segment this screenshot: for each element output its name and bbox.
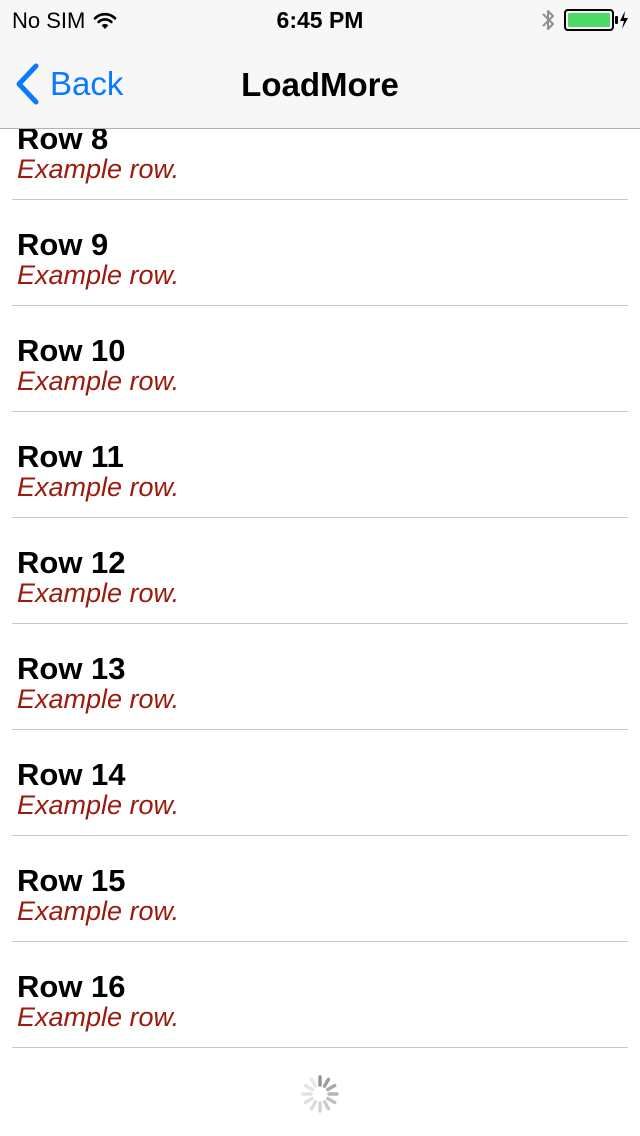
table-row[interactable]: Row 15 Example row. (12, 836, 628, 942)
table-view[interactable]: Row 8 Example row. Row 9 Example row. Ro… (0, 94, 640, 1136)
wifi-icon (94, 12, 117, 29)
row-title: Row 10 (17, 333, 126, 368)
row-title: Row 13 (17, 651, 126, 686)
row-title: Row 11 (17, 439, 124, 474)
row-subtitle: Example row. (17, 1002, 180, 1032)
table-row[interactable]: Row 9 Example row. (12, 200, 628, 306)
row-subtitle: Example row. (17, 578, 180, 608)
table-row[interactable]: Row 8 Example row. (12, 94, 628, 200)
page-title: LoadMore (241, 66, 399, 103)
table-row[interactable]: Row 14 Example row. (12, 730, 628, 836)
table-row[interactable]: Row 16 Example row. (12, 942, 628, 1048)
table-row[interactable]: Row 13 Example row. (12, 624, 628, 730)
bluetooth-icon (542, 10, 554, 30)
row-title: Row 12 (17, 545, 126, 580)
row-title: Row 16 (17, 969, 126, 1004)
row-title: Row 14 (17, 757, 126, 792)
row-subtitle: Example row. (17, 684, 180, 714)
table-row[interactable]: Row 12 Example row. (12, 518, 628, 624)
activity-spinner-icon (301, 1075, 339, 1113)
row-subtitle: Example row. (17, 366, 180, 396)
row-title: Row 15 (17, 863, 126, 898)
load-more-row (12, 1048, 628, 1136)
row-subtitle: Example row. (17, 790, 180, 820)
chevron-left-icon (16, 63, 39, 105)
table-row[interactable]: Row 10 Example row. (12, 306, 628, 412)
header: No SIM 6:45 PM (0, 0, 640, 129)
battery-charging-icon (564, 9, 628, 31)
row-subtitle: Example row. (17, 472, 180, 502)
row-subtitle: Example row. (17, 154, 180, 184)
back-button[interactable]: Back (14, 62, 123, 106)
navigation-bar: Back LoadMore (0, 40, 640, 128)
row-subtitle: Example row. (17, 896, 180, 926)
back-label: Back (50, 65, 124, 102)
status-left: No SIM (12, 8, 117, 34)
row-subtitle: Example row. (17, 260, 180, 290)
table-row[interactable]: Row 11 Example row. (12, 412, 628, 518)
status-bar: No SIM 6:45 PM (0, 0, 640, 40)
status-time: 6:45 PM (276, 7, 364, 33)
row-title: Row 9 (17, 227, 109, 262)
status-right (540, 6, 630, 34)
carrier-label: No SIM (12, 8, 86, 33)
